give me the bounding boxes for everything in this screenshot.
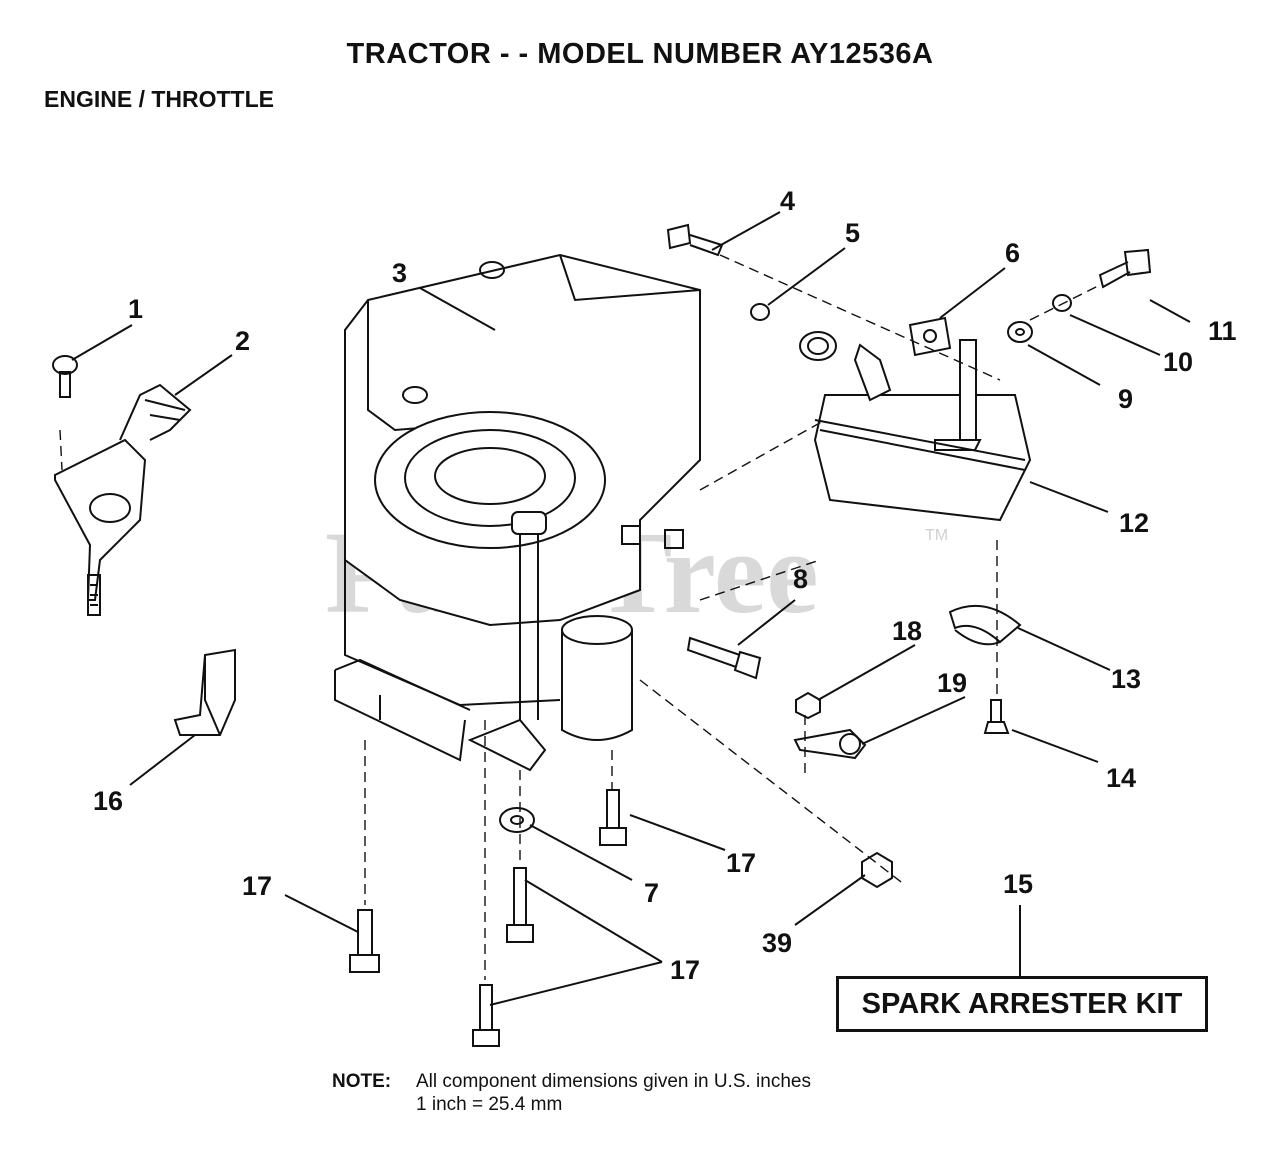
bolt-8-part[interactable] <box>686 636 762 680</box>
note-label: NOTE: <box>332 1071 392 1092</box>
callout-18: 18 <box>892 616 922 646</box>
engine-part[interactable] <box>334 253 701 772</box>
callout-16: 16 <box>93 786 123 816</box>
dimensions-note: NOTE: All component dimensions given in U… <box>332 1070 811 1116</box>
callout-15: 15 <box>1003 869 1033 899</box>
spark-arrester-kit-box[interactable]: SPARK ARRESTER KIT <box>836 976 1208 1032</box>
exhaust-elbow-part[interactable] <box>799 331 837 361</box>
callout-9: 9 <box>1118 384 1133 414</box>
callout-11: 11 <box>1208 316 1237 346</box>
lockwasher-7-part[interactable] <box>499 807 535 833</box>
callout-4: 4 <box>780 186 795 216</box>
callout-17-right: 17 <box>726 848 756 878</box>
washer-10-part[interactable] <box>1052 294 1072 312</box>
washer-9-part[interactable] <box>1007 321 1033 343</box>
bolt-17-mid-part[interactable] <box>506 867 534 943</box>
nut-18-part[interactable] <box>795 691 821 720</box>
section-subtitle: ENGINE / THROTTLE <box>44 86 274 112</box>
callout-13: 13 <box>1111 664 1141 694</box>
clamp-19-part[interactable] <box>793 728 867 760</box>
bolt-17-low-part[interactable] <box>472 984 500 1047</box>
nut-39-part[interactable] <box>861 851 893 889</box>
callout-5: 5 <box>845 218 860 248</box>
callout-19: 19 <box>937 668 967 698</box>
diagram-title: TRACTOR - - MODEL NUMBER AY12536A <box>346 38 934 70</box>
knob-part[interactable] <box>52 355 78 398</box>
gasket-part[interactable] <box>908 316 952 357</box>
throttle-bracket-part[interactable] <box>54 383 192 616</box>
washer-5-part[interactable] <box>750 303 770 321</box>
note-line-1: All component dimensions given in U.S. i… <box>416 1071 811 1092</box>
callout-8: 8 <box>793 564 808 594</box>
callout-14: 14 <box>1106 763 1136 793</box>
callout-2: 2 <box>235 326 250 356</box>
callout-6: 6 <box>1005 238 1020 268</box>
callout-17-bottom: 17 <box>670 955 700 985</box>
callout-7: 7 <box>644 878 659 908</box>
callout-39: 39 <box>762 928 792 958</box>
callout-10: 10 <box>1163 347 1193 377</box>
note-line-2: 1 inch = 25.4 mm <box>416 1094 563 1115</box>
bracket-16-part[interactable] <box>173 648 236 736</box>
watermark-tm: TM <box>925 527 948 544</box>
muffler-part[interactable] <box>813 339 1032 522</box>
bolt-17-upper-part[interactable] <box>599 789 627 846</box>
callout-3: 3 <box>392 258 407 288</box>
bolt-11-part[interactable] <box>1098 248 1152 289</box>
callout-1: 1 <box>128 294 143 324</box>
callout-12: 12 <box>1119 508 1149 538</box>
screw-14-part[interactable] <box>983 699 1010 734</box>
bolt-17-left-part[interactable] <box>349 909 380 973</box>
spark-screen-part[interactable] <box>948 604 1022 646</box>
bolt-4-part[interactable] <box>666 223 724 257</box>
callout-17-left: 17 <box>242 871 272 901</box>
